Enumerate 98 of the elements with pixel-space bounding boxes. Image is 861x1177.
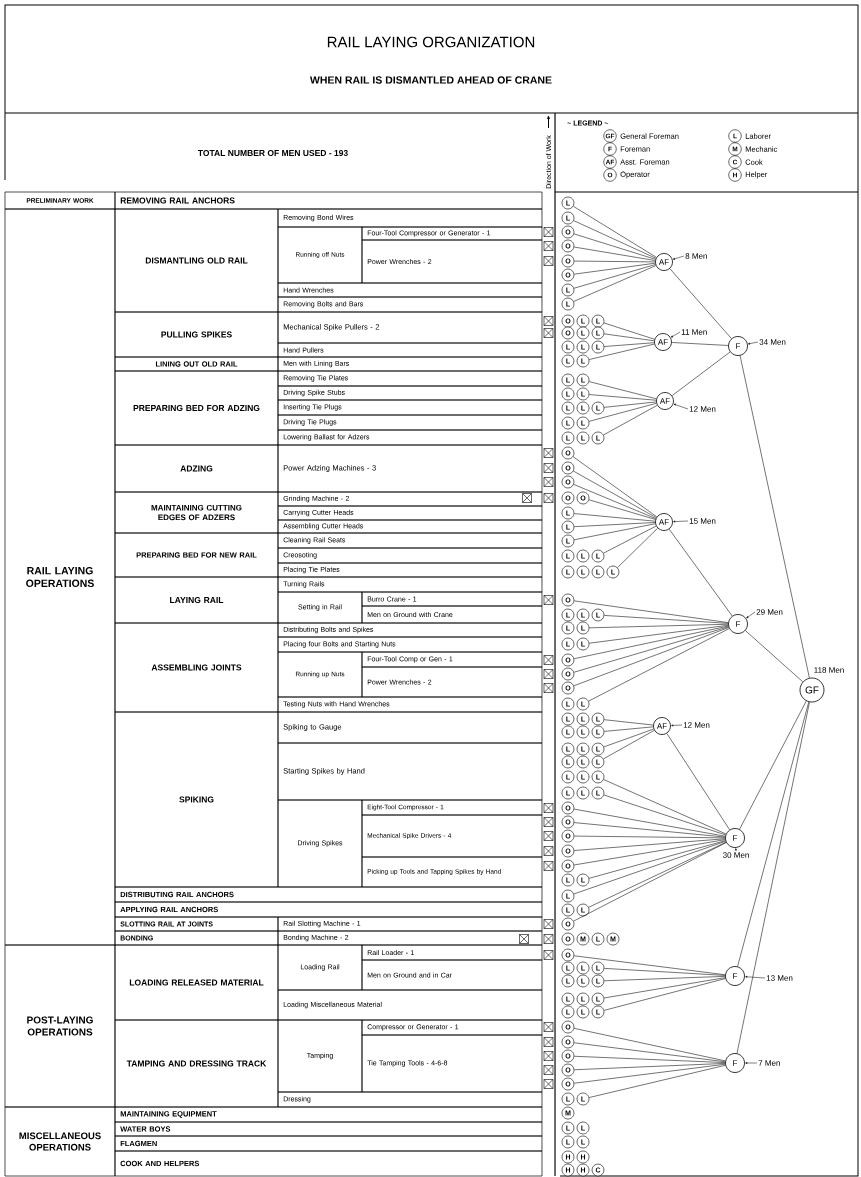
connector-line [573,264,656,289]
connector-line [745,630,804,683]
connector-line [603,728,654,748]
count-label: 34 Men [748,339,786,345]
connector-line [603,978,726,1011]
connector-line [574,513,656,522]
connector-line [603,333,655,342]
count-label: 15 Men [673,518,716,524]
connector-line [589,394,657,401]
connector-line [574,1056,726,1063]
connector-line [739,700,807,830]
connector-line [603,794,726,836]
connector-line [574,522,656,527]
connector-line [573,484,657,519]
connector-line [573,220,657,259]
table-cell: RAIL LAYING OPERATIONS [4,208,116,946]
table-cell: SPIKING [114,711,279,888]
table-cell: LOADING RELEASED MATERIAL [114,944,279,1021]
connector-line [573,523,656,541]
connector-line [739,355,810,679]
table-cell: MISCELLANEOUS OPERATIONS [4,1106,116,1177]
connector-line [588,499,656,520]
count-label: 12 Men [671,722,710,728]
connector-line [603,322,655,340]
connector-line [573,1028,726,1062]
connector-line [603,405,658,436]
connector-line [573,262,656,275]
count-label: 29 Men [746,609,783,619]
connector-line [573,1063,726,1084]
connector-line [603,779,727,835]
connector-line [604,726,654,732]
connector-line [604,342,655,347]
count-label: 13 Men [745,975,793,981]
subtitle: WHEN RAIL IS DISMANTLED AHEAD OF CRANE [310,76,552,84]
connector-line [603,977,726,999]
connector-line [572,456,658,518]
connector-line [603,525,657,554]
table-cell: TAMPING AND DRESSING TRACK [114,1019,279,1108]
connector-line [573,955,726,976]
connector-line [604,976,726,982]
connector-line [737,701,810,967]
count-label: 7 Men [745,1060,780,1066]
connector-line [574,260,656,263]
connector-line [573,627,729,687]
connector-line [588,840,726,879]
table-cell: DISMANTLING OLD RAIL [114,208,279,313]
connector-line [604,968,726,976]
table-cell: MAINTAINING CUTTING EDGES OF ADZERS [114,491,279,534]
count-label: 8 Men [672,253,707,260]
connector-line [604,719,654,726]
connector-line [589,624,729,629]
connector-line [573,839,726,866]
connector-line [603,730,655,760]
table-cell: ASSEMBLING JOINTS [114,622,279,713]
connector-line [573,1042,726,1063]
connector-line [573,840,726,895]
connector-line [669,268,732,339]
table-cell: REMOVING RAIL ANCHORS [114,191,543,210]
connector-line [574,1063,726,1070]
connector-line [666,733,730,830]
connector-line [574,822,726,838]
connector-line [588,1065,726,1098]
connector-line [573,842,727,922]
connector-line [736,701,810,1054]
count-label: 30 Men [722,848,749,858]
connector-line [588,628,730,702]
connector-line [574,835,726,839]
connector-line [588,841,727,908]
connector-line [574,838,726,851]
connector-line [588,403,657,422]
table-cell: POST-LAYING OPERATIONS [4,944,116,1108]
connector-line [573,233,656,260]
table-cell: LAYING RAIL [114,576,279,624]
table-cell: ADZING [114,444,279,493]
connector-line [671,342,729,346]
connector-line [573,808,726,837]
count-label: 118 Men [814,667,844,673]
count-label: 11 Men [671,329,707,338]
connector-line [573,206,657,258]
connector-line [573,246,656,261]
connector-line [668,528,733,617]
table-cell: PREPARING BED FOR ADZING [114,370,279,446]
connector-line [604,401,657,408]
connector-line [604,615,729,624]
connector-line [573,265,657,302]
connector-line [588,381,657,400]
connector-line [617,527,658,568]
connector-line [671,351,731,396]
total-note: TOTAL NUMBER OF MEN USED - 193 [197,150,348,156]
connector-line [573,626,729,673]
connector-line [573,470,657,518]
connector-line [573,625,729,659]
connector-line [588,343,655,360]
count-label: 12 Men [673,403,716,412]
title: RAIL LAYING ORGANIZATION [327,36,535,48]
connector-line [573,600,729,623]
connector-line [588,625,729,644]
table-cell: PULLING SPIKES [114,311,279,358]
